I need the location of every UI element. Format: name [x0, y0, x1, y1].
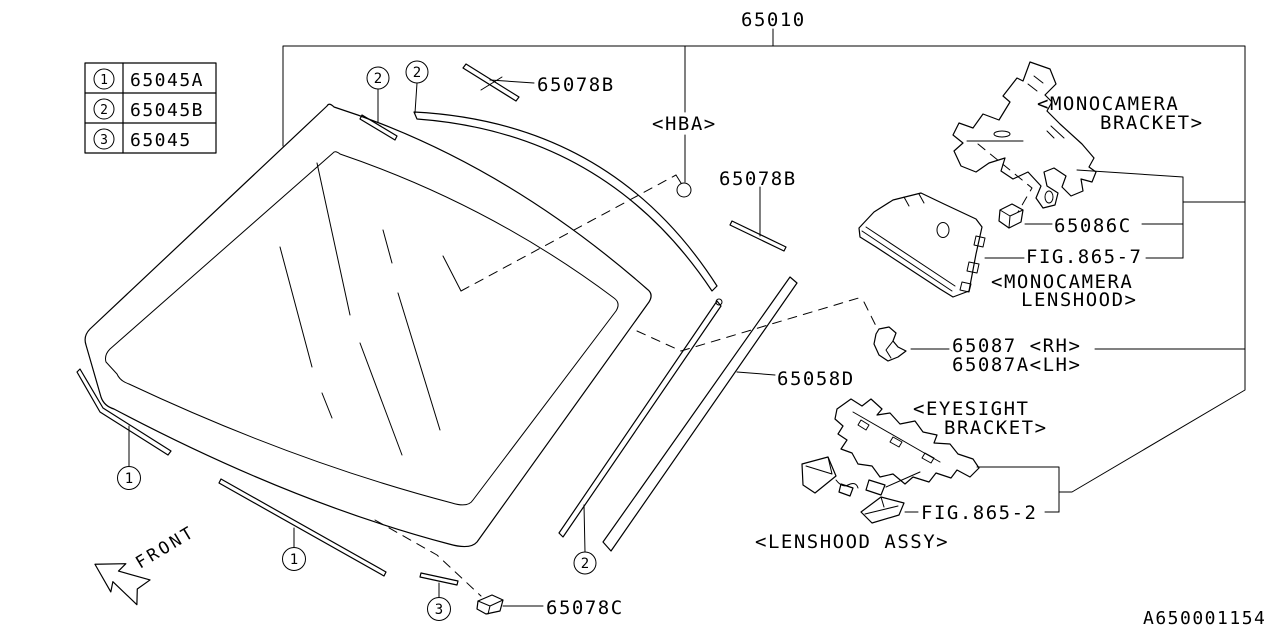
leader-65078b-top — [489, 79, 535, 84]
clip-65078c-drawing — [476, 594, 504, 615]
clip-65078b-mid-strip — [729, 220, 787, 252]
dashed-locator-lines — [374, 143, 1033, 597]
legend-callout-1: 1 — [100, 73, 108, 88]
leader-lines — [128, 28, 1246, 607]
monocamera-lenshood-drawing — [858, 192, 986, 298]
label-monocamera-bracket-line1: <MONOCAMERA — [1037, 93, 1179, 115]
front-arrow-icon — [94, 563, 151, 606]
clip-65078b-top-tab — [480, 76, 503, 91]
label-65087a-lh: 65087A<LH> — [952, 354, 1081, 376]
callout-2-icon — [93, 98, 115, 120]
legend-row-2: 2 65045B — [93, 98, 204, 121]
callout-2-side: 2 — [573, 551, 597, 575]
legend-callout-3: 3 — [100, 133, 108, 148]
callout-2-upper-short: 2 — [366, 66, 390, 90]
glass-reflection-lines — [279, 162, 462, 456]
dash-corner-to-clip — [374, 519, 482, 597]
legend-row-3: 3 65045 — [93, 128, 192, 151]
svg-text:2: 2 — [374, 71, 382, 87]
leader-callout2-long — [414, 82, 418, 114]
label-65078c: 65078C — [546, 597, 624, 619]
glass-inner-outline — [105, 151, 619, 506]
legend-part-2: 65045B — [130, 100, 204, 121]
svg-text:1: 1 — [125, 471, 133, 487]
svg-text:2: 2 — [581, 556, 589, 572]
moulding-65045-strip — [419, 572, 459, 586]
callout-3-bottom: 3 — [427, 597, 451, 621]
label-65058d: 65058D — [777, 368, 855, 390]
lower-moulding-strip — [218, 478, 387, 577]
dash-lenshood-to-cover — [863, 301, 878, 329]
callout-1-left: 1 — [117, 466, 141, 490]
label-65010: 65010 — [741, 9, 806, 31]
cover-65087-drawing — [873, 326, 907, 362]
hba-sensor — [460, 174, 692, 292]
leader-callout2-side — [583, 504, 586, 553]
moulding-65058d-strip — [602, 276, 798, 552]
clip-65086c-drawing — [998, 203, 1024, 229]
svg-text:3: 3 — [435, 602, 443, 618]
label-eyesight-bracket-line2: BRACKET> — [944, 417, 1048, 439]
svg-text:1: 1 — [290, 552, 298, 568]
doc-number: A650001154 — [1143, 608, 1266, 629]
legend-table: 1 65045A 2 65045B 3 65045 — [84, 62, 217, 154]
callout-2-upper-long: 2 — [405, 60, 429, 84]
legend-row-1: 1 65045A — [93, 68, 204, 91]
dash-bracket-to-clip — [977, 143, 1033, 213]
hba-dashed-leader — [460, 174, 677, 292]
leader-subbracket-mono — [1076, 169, 1246, 259]
label-monocamera-lenshood-line1: <MONOCAMERA — [991, 271, 1133, 293]
leader-65010-frame — [282, 45, 1246, 493]
label-monocamera-bracket-line2: BRACKET> — [1100, 112, 1204, 134]
lower-left-moulding-strip — [76, 368, 172, 456]
dash-lenshood-to-glass — [636, 296, 863, 352]
callout-1-bottom: 1 — [282, 547, 306, 571]
diagram-callouts: 2 2 1 1 2 3 — [117, 60, 597, 621]
upper-moulding-long-strip — [413, 111, 718, 292]
part-labels: 65010 65078B <HBA> 65078B <MONOCAMERA BR… — [132, 9, 1266, 629]
callout-3-icon — [93, 128, 115, 150]
eyesight-bracket-drawing — [834, 398, 980, 485]
label-65078b-mid: 65078B — [719, 168, 797, 190]
leader-65058d — [736, 371, 776, 376]
label-65087-rh: 65087 <RH> — [952, 335, 1081, 357]
label-front: FRONT — [132, 522, 199, 573]
label-65086c: 65086C — [1054, 215, 1132, 237]
upper-moulding-short-strip — [359, 114, 398, 141]
moulding-strips — [76, 63, 798, 586]
callout-1-icon — [93, 68, 115, 90]
monocamera-bracket-drawing — [952, 61, 1097, 209]
label-hba: <HBA> — [652, 113, 717, 135]
side-moulding-tip — [715, 298, 723, 306]
svg-text:2: 2 — [413, 65, 421, 81]
legend-part-1: 65045A — [130, 70, 204, 91]
label-fig-865-7: FIG.865-7 — [1026, 246, 1142, 268]
label-fig-865-2: FIG.865-2 — [921, 502, 1037, 524]
windshield-glass-drawing — [84, 103, 652, 548]
legend-callout-2: 2 — [100, 103, 108, 118]
glass-outer-outline — [84, 103, 652, 548]
label-eyesight-bracket-line1: <EYESIGHT — [913, 398, 1029, 420]
label-monocamera-lenshood-line2: LENSHOOD> — [1021, 289, 1137, 311]
label-65078b-top: 65078B — [537, 74, 615, 96]
side-moulding-strip — [558, 300, 722, 538]
lenshood-assy-drawing — [801, 456, 921, 524]
leader-subbracket-eyesight — [976, 466, 1060, 513]
legend-part-3: 65045 — [130, 130, 192, 151]
hba-sensor-circle — [676, 182, 692, 198]
hba-leader-hook — [675, 174, 682, 184]
clip-65078b-top-strip — [462, 63, 520, 102]
label-lenshood-assy: <LENSHOOD ASSY> — [755, 531, 949, 553]
